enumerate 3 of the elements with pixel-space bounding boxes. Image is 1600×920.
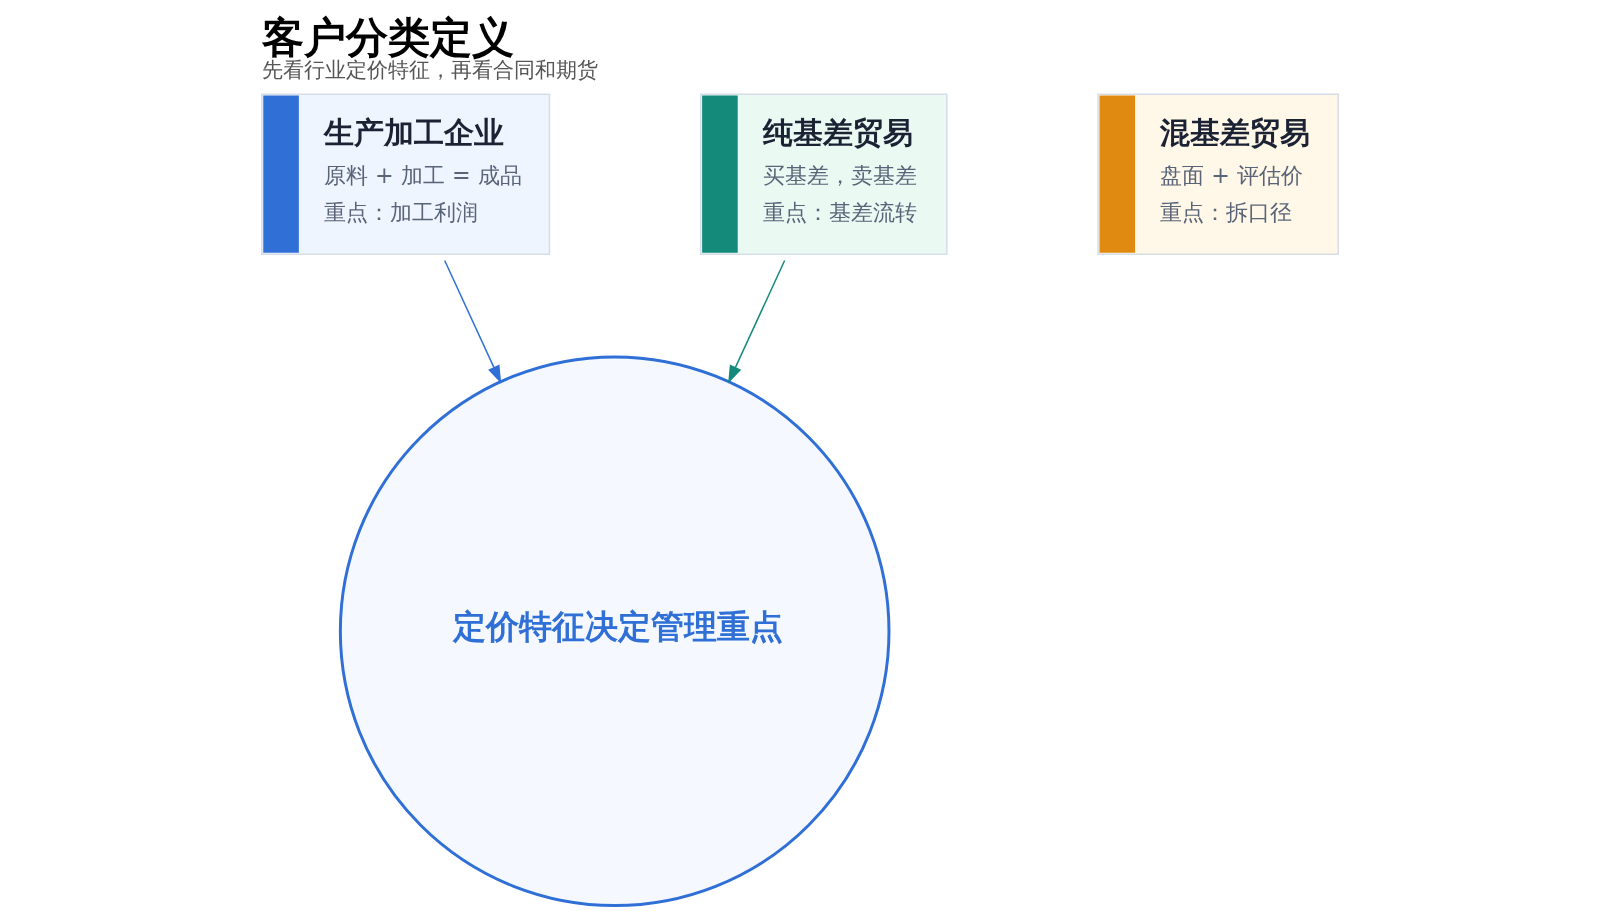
arrow [728, 259, 786, 384]
arrow [443, 259, 502, 384]
node-circle: 定价特征决定管理重点 [338, 355, 891, 908]
